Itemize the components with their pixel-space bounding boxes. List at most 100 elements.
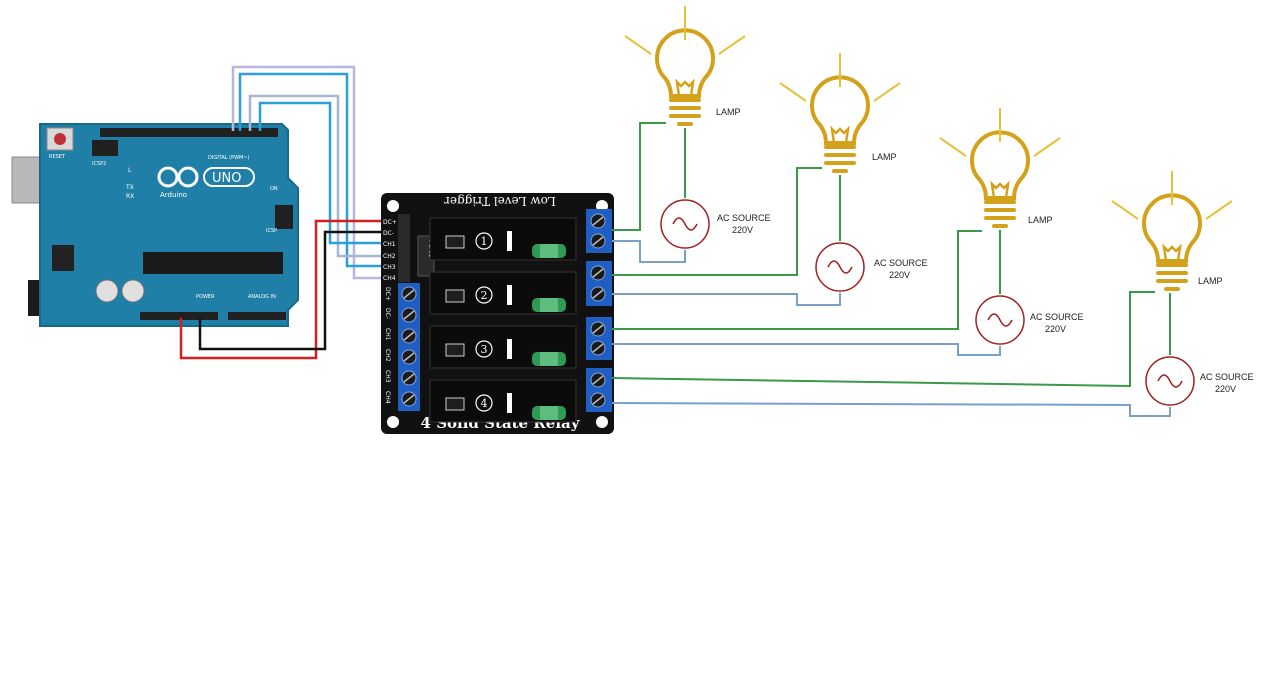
solid-state-relay-board: Low Level Trigger 4 Solid State Relay DC… [381,193,614,434]
relay-channel-1: 1 [429,217,577,261]
voltage-regulator [52,245,74,271]
input-pin-header: DC+ DC- CH1 CH2 CH3 CH4 [383,214,410,282]
icsp2-label: ICSP2 [92,161,106,167]
wire-ch4 [231,65,381,280]
on-label: ON [270,186,278,192]
arduino-brand-text: Arduino [160,191,187,199]
channel-led-1 [445,235,465,249]
input-pin-ch2: CH2 [383,253,396,260]
light-ray-1-2 [624,35,652,55]
rx-label: RX [126,193,134,200]
analog-label: ANALOG IN [248,294,276,300]
input-pin-ch3: CH3 [383,264,396,271]
wire-ch1 [258,101,381,245]
power-label: POWER [196,294,215,300]
lamp-icon-2 [779,53,901,173]
load-wire-3-1 [612,230,982,330]
channel-led-2 [445,289,465,303]
ac-source-label-3: AC SOURCE [1030,312,1084,322]
bulb-glass-2 [810,75,870,145]
side-pin-ch1: CH1 [384,328,391,341]
relay-channel-2: 2 [429,271,577,315]
screw-slot-input-1 [403,289,415,299]
input-pin-ch1: CH1 [383,241,396,248]
fuse-glass-4 [540,406,558,420]
sine-wave-icon-2 [827,260,853,274]
relay-channels: 1 2 3 4 [429,217,577,423]
bulb-filament-3 [990,180,1010,199]
icsp-label: ICSP [266,228,277,234]
load-wire-2-2 [612,293,841,306]
light-ray-4-2 [1111,200,1139,220]
channel-number-2: 2 [481,289,488,302]
channel-number-ring-3 [475,340,493,358]
channel-number-3: 3 [481,343,488,356]
infinity-left-icon [157,166,179,188]
channel-number-4: 4 [481,397,488,410]
output-terminal-4 [586,368,612,412]
arduino-uno-board: RESET DIGITAL (PWM~) ICSP2 L TX RX UNO A… [11,123,299,327]
mount-hole-tl [387,200,399,212]
screw-slot-out-4-1 [592,375,604,385]
uno-logo-text: UNO [212,171,241,186]
power-header [140,312,218,320]
reset-label: RESET [49,154,66,160]
icsp2-header [92,140,118,156]
input-pin-dc-minus: DC- [383,230,394,237]
light-ray-4-3 [1205,200,1233,220]
ac-source-voltage-4: 220V [1215,384,1236,394]
ssr-marker-3 [507,339,512,359]
load-wire-1-1 [612,122,666,231]
light-ray-3-2 [939,137,967,157]
light-ray-2-2 [779,82,807,102]
relay-top-label: Low Level Trigger [444,194,556,208]
load-wire-2-1 [612,167,822,276]
screw-slot-input-5 [403,373,415,383]
wire-ch2 [248,94,381,258]
bulb-glass-3 [970,130,1030,200]
screw-slot-input-4 [403,352,415,362]
load-wire-4-1 [611,291,1155,388]
mount-hole-br [596,416,608,428]
analog-header [228,312,286,320]
sine-wave-icon-1 [672,217,698,231]
screw-slot-out-3-1 [592,324,604,334]
sine-wave-icon-4 [1157,374,1183,388]
screw-slot-out-3-2 [592,343,604,353]
lamp-label-2: LAMP [872,152,897,162]
bulb-glass-4 [1142,193,1202,263]
bulb-filament-4 [1162,243,1182,262]
side-pin-dc-plus: DC+ [384,287,391,301]
relay-channel-3: 3 [429,325,577,369]
light-ray-3-3 [1033,137,1061,157]
wire-ch3 [238,72,381,268]
sine-wave-icon-3 [987,313,1013,327]
output-terminal-3 [586,317,612,360]
screw-slot-input-3 [403,331,415,341]
lamp-circuit-3: LAMP AC SOURCE 220V [612,108,1084,356]
bulb-glass-1 [655,28,715,98]
arduino-logo: UNO Arduino [157,166,255,199]
input-pin-ch4: CH4 [383,275,396,282]
ssr-marker-4 [507,393,512,413]
channel-led-4 [445,397,465,411]
load-wire-1-2 [612,240,686,263]
ac-source-label-2: AC SOURCE [874,258,928,268]
screw-slot-out-1-1 [592,216,604,226]
control-wires [179,65,381,360]
relay-channel-4: 4 [429,379,577,423]
l-label: L [128,167,132,174]
input-header-block [398,214,410,282]
lamp-circuit-4: LAMP AC SOURCE 220V [611,171,1254,417]
output-terminal-2 [586,261,612,306]
ac-source-voltage-3: 220V [1045,324,1066,334]
lamp-icon-4 [1111,171,1233,291]
lamp-label-4: LAMP [1198,276,1223,286]
reset-button-cap [54,133,66,145]
ac-source-label-4: AC SOURCE [1200,372,1254,382]
light-ray-2-3 [873,82,901,102]
channel-number-ring-1 [475,232,493,250]
